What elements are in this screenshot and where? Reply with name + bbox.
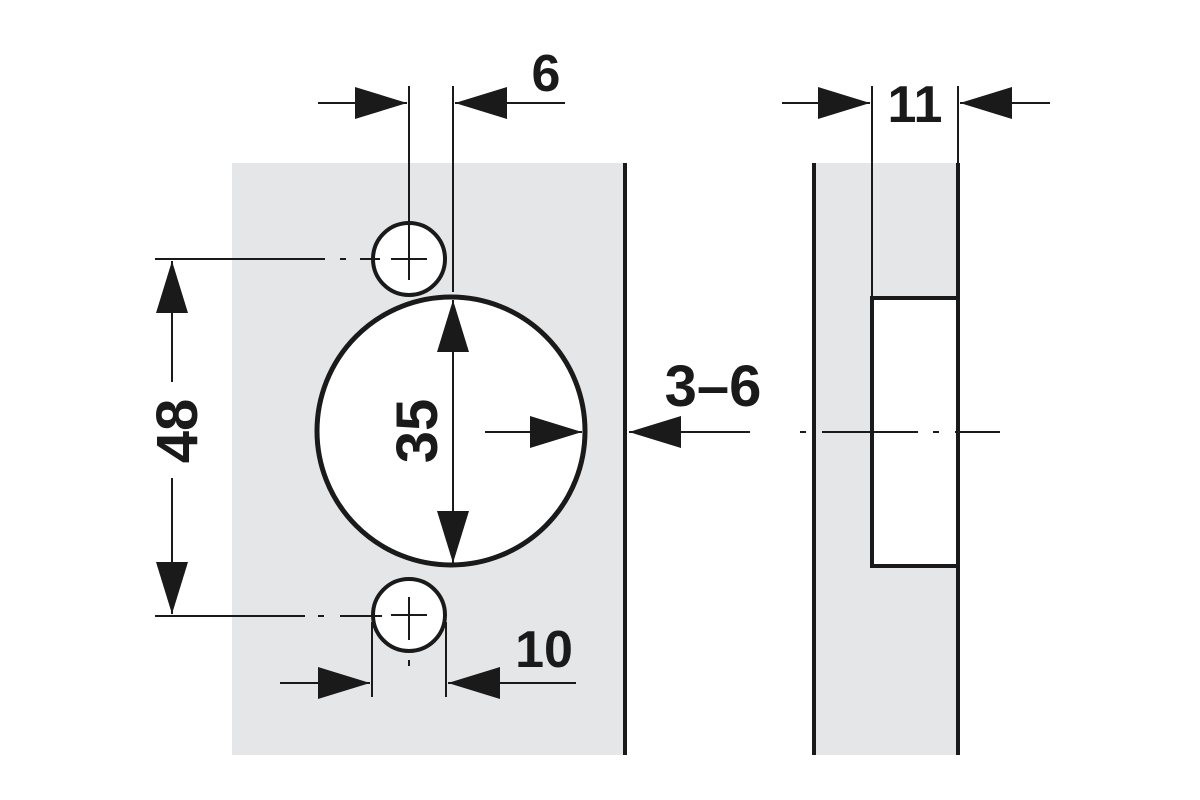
dim-48-label-gap: [150, 382, 194, 478]
dim-3-6-label: 3–6: [665, 354, 762, 419]
dim-6-label: 6: [532, 45, 561, 103]
dim-48-label: 48: [145, 399, 210, 464]
front-view: 6 35 3–6 48 10: [145, 45, 761, 755]
dim-11-label: 11: [888, 76, 943, 134]
side-view: 11: [782, 76, 1050, 755]
dim-10-label: 10: [515, 621, 573, 679]
screw-centerlines: [155, 258, 382, 617]
dim-35-label: 35: [385, 399, 450, 464]
